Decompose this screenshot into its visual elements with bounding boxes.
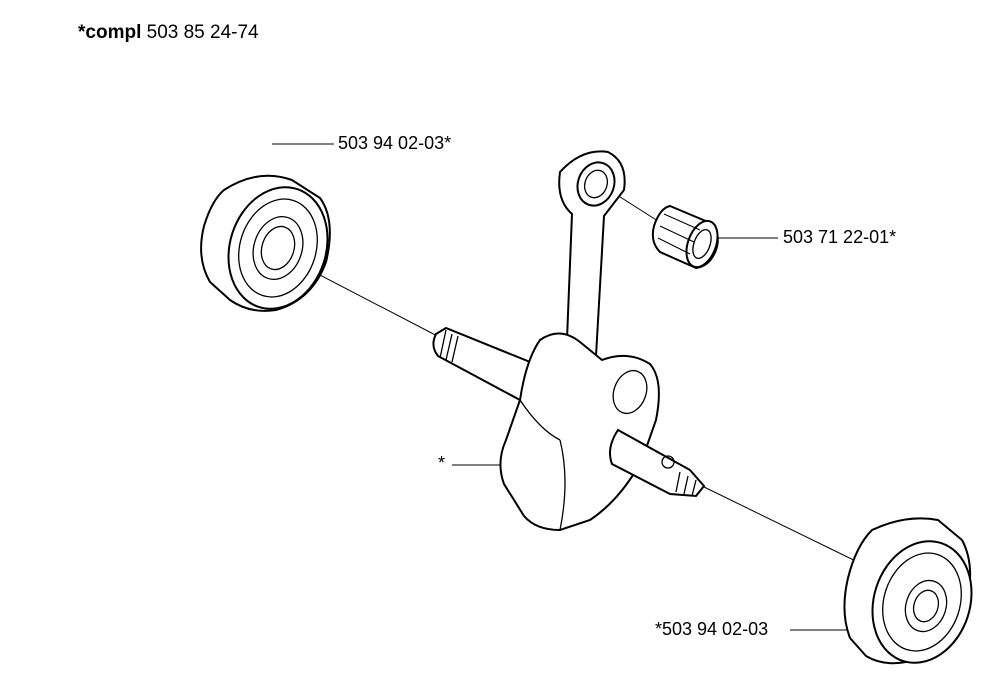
assembly-title: *compl 503 85 24-74: [78, 22, 259, 44]
right-ball-bearing: [843, 517, 973, 665]
part-label-bearing-right[interactable]: *503 94 02-03: [655, 619, 769, 639]
assembly-prefix: *compl: [78, 22, 142, 43]
part-label-bearing-left[interactable]: 503 94 02-03*: [338, 133, 452, 153]
part-label-crankshaft[interactable]: *: [438, 453, 446, 473]
right-axis-line: [699, 484, 871, 569]
leader-lines: [272, 143, 848, 631]
left-ball-bearing: [200, 174, 331, 312]
needle-bearing: [651, 204, 719, 270]
part-label-needle-bearing[interactable]: 503 71 22-01*: [783, 227, 897, 247]
assembly-number: 503 85 24-74: [146, 22, 259, 43]
crankshaft-assembly: [432, 150, 706, 532]
